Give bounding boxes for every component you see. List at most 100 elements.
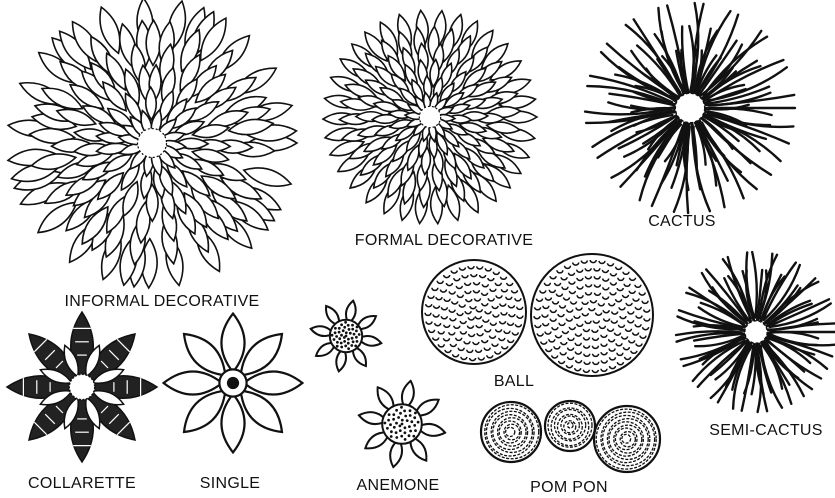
quill-petal — [708, 114, 789, 143]
disc-floret — [347, 324, 350, 327]
disc-floret — [408, 425, 411, 428]
petal — [164, 371, 223, 394]
disc-floret — [409, 430, 412, 433]
label-semi-cactus: SEMI-CACTUS — [709, 423, 823, 439]
disc-floret — [334, 331, 337, 334]
disc-floret — [404, 438, 407, 441]
label-single: SINGLE — [200, 476, 261, 492]
label-pom-pon: POM PON — [530, 480, 608, 496]
disc-floret — [387, 419, 390, 422]
flower-cactus — [585, 3, 795, 213]
label-formal-decorative: FORMAL DECORATIVE — [355, 233, 533, 249]
disc-floret — [336, 341, 339, 344]
disc-floret — [343, 326, 346, 329]
disc-floret — [404, 426, 407, 429]
disc-floret — [351, 328, 354, 331]
flower-ball-right — [531, 254, 653, 376]
label-cactus: CACTUS — [648, 214, 716, 230]
ball-outline — [531, 254, 653, 376]
label-ball: BALL — [494, 374, 534, 390]
disc-floret — [347, 342, 350, 345]
disc-floret — [399, 429, 402, 432]
disc-floret — [338, 327, 341, 330]
disc-floret — [400, 435, 403, 438]
disc-floret — [404, 431, 407, 434]
disc-floret — [395, 431, 398, 434]
disc-floret — [395, 436, 398, 439]
disc-floret — [343, 336, 346, 339]
disc-floret — [386, 427, 389, 430]
flower-semi-cactus — [676, 252, 835, 412]
disc-floret — [354, 345, 357, 348]
disc-floret — [412, 435, 415, 438]
flower-single — [164, 314, 303, 453]
disc-floret — [389, 423, 392, 426]
flower-pompon-left — [481, 402, 541, 462]
disc-floret — [413, 416, 416, 419]
disc-floret — [350, 344, 353, 347]
flower-center — [69, 374, 95, 400]
disc-floret — [390, 435, 393, 438]
disc-floret — [399, 412, 402, 415]
flower-pompon-middle — [545, 401, 595, 451]
petal — [184, 391, 225, 432]
disc-floret — [351, 337, 354, 340]
disc-floret — [356, 340, 359, 343]
disc-floret — [340, 323, 343, 326]
flower-formal-decorative — [323, 10, 537, 223]
disc-floret — [399, 425, 402, 428]
disc-floret — [331, 334, 334, 337]
flower-center — [138, 129, 167, 158]
flower-anemone-top — [311, 301, 382, 372]
disc-floret — [392, 418, 395, 421]
disc-floret — [353, 333, 356, 336]
quill-petal — [752, 252, 757, 318]
petal — [221, 314, 244, 373]
disc-floret — [395, 409, 398, 412]
disc-floret — [409, 409, 412, 412]
flower-collarette — [7, 312, 157, 462]
disc-floret — [340, 334, 343, 337]
petal — [184, 334, 225, 375]
disc-floret — [338, 331, 341, 334]
flower-center — [419, 106, 440, 127]
flower-ball-left — [422, 260, 526, 364]
disc-floret — [408, 434, 411, 437]
flower-center — [745, 321, 767, 343]
disc-floret — [356, 326, 359, 329]
disc-floret — [348, 328, 351, 331]
disc-floret — [390, 430, 393, 433]
flower-informal-decorative — [8, 0, 297, 288]
petal — [221, 394, 244, 453]
label-collarette: COLLARETTE — [28, 476, 136, 492]
disc-floret — [355, 330, 358, 333]
pompon-outline — [594, 406, 660, 472]
flower-center — [675, 93, 704, 122]
disc-floret — [336, 345, 339, 348]
disc-floret — [384, 422, 387, 425]
quill-petal — [701, 108, 749, 109]
disc-floret — [401, 419, 404, 422]
disc-floret — [395, 422, 398, 425]
disc-floret — [400, 406, 403, 409]
ball-outline — [422, 260, 526, 364]
disc-floret — [333, 338, 336, 341]
disc-floret — [338, 337, 341, 340]
disc-floret — [392, 413, 395, 416]
disc-floret — [340, 342, 343, 345]
disc-floret — [417, 421, 420, 424]
quill-petal — [697, 121, 728, 181]
disc-floret — [334, 327, 337, 330]
disc-floret — [403, 410, 406, 413]
disc-floret — [406, 419, 409, 422]
disc-floret — [409, 414, 412, 417]
disc-floret — [414, 412, 417, 415]
petal — [241, 334, 282, 375]
flower-eye — [227, 377, 239, 389]
disc-floret — [335, 335, 338, 338]
disc-floret — [397, 416, 400, 419]
disc-floret — [401, 423, 404, 426]
disc-floret — [351, 324, 354, 327]
disc-floret — [344, 345, 347, 348]
label-informal-decorative: INFORMAL DECORATIVE — [64, 294, 259, 310]
